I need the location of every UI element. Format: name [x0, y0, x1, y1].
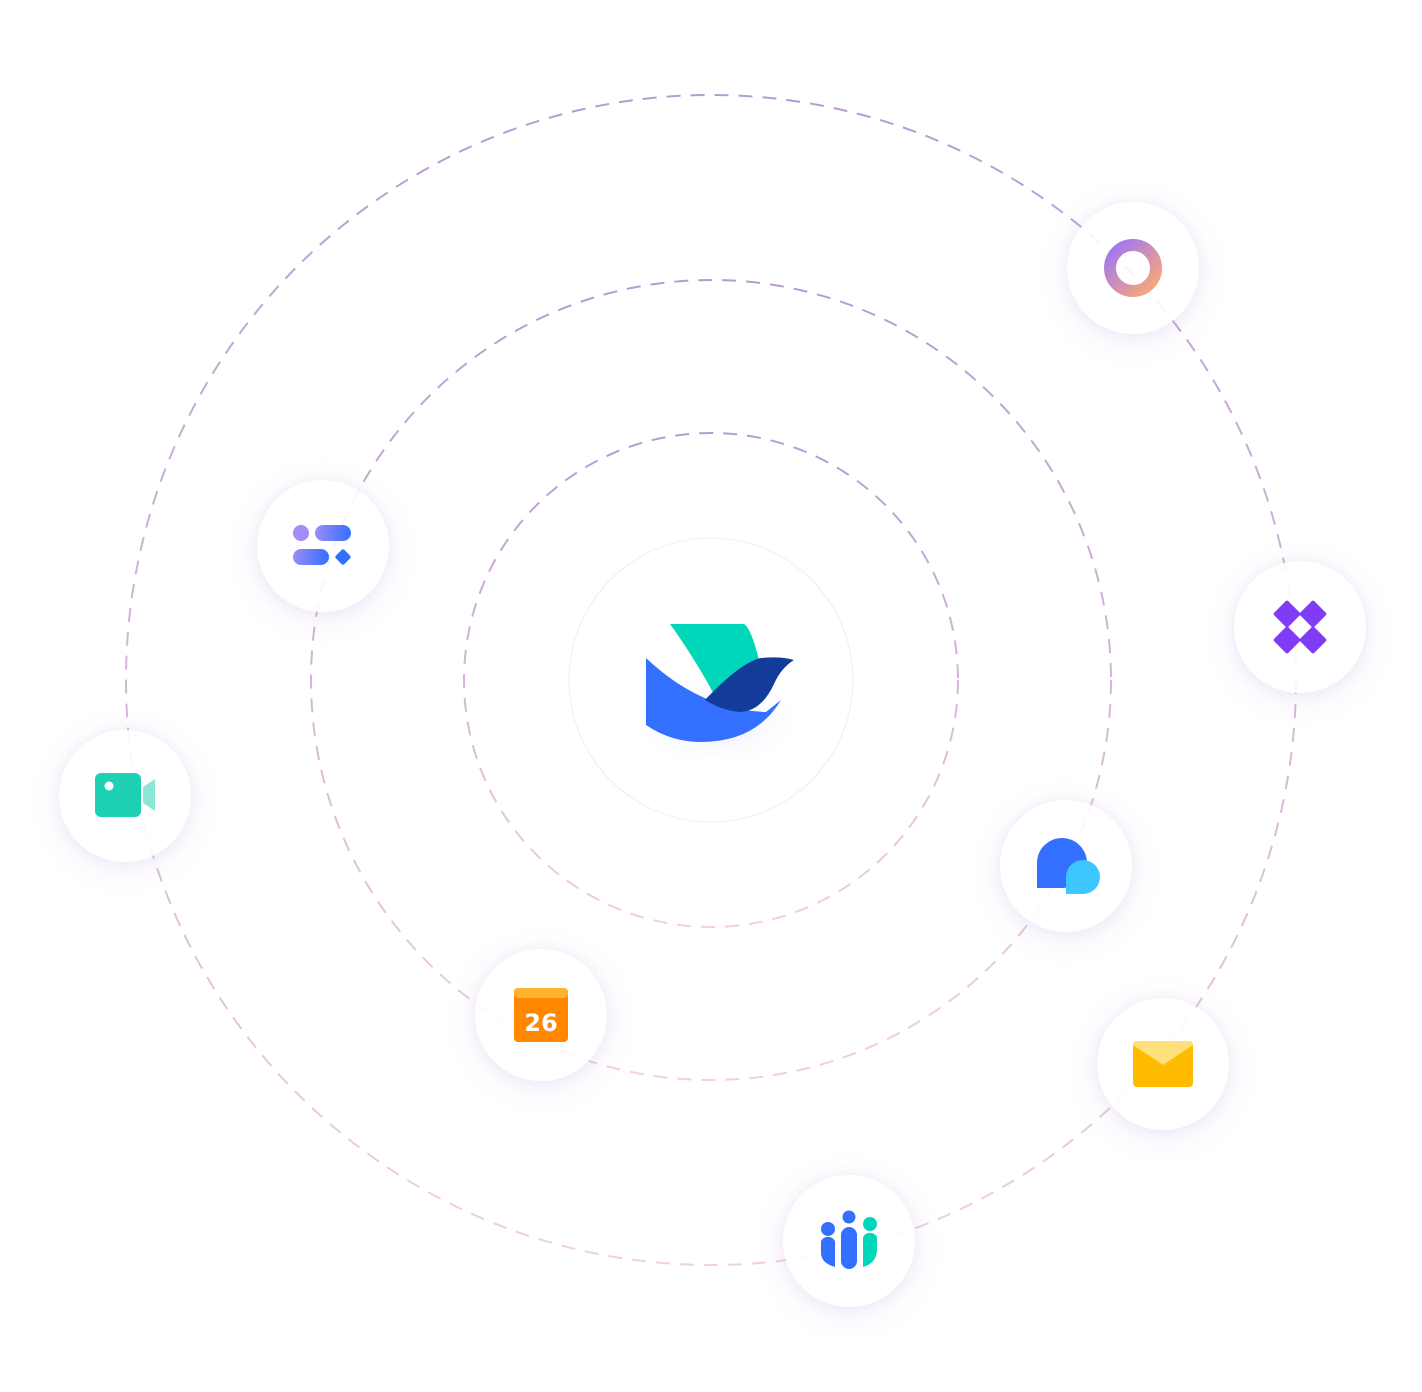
diamond-app-node[interactable] [1234, 561, 1366, 693]
orbit-inner [463, 432, 959, 928]
people-icon [821, 1210, 877, 1269]
ring-icon [1104, 239, 1162, 297]
video-node[interactable] [59, 730, 191, 862]
video-camera-icon [95, 773, 155, 817]
calendar-icon: 26 [514, 988, 568, 1042]
chat-bubbles-icon [1036, 838, 1100, 894]
people-node[interactable] [783, 1175, 915, 1307]
mail-icon [1133, 1041, 1193, 1087]
diamond-grid-icon [1273, 600, 1327, 654]
calendar-node[interactable]: 26 [475, 949, 607, 1081]
apps-icon [293, 525, 351, 565]
inner-halo [568, 537, 854, 823]
calendar-date: 26 [524, 1009, 557, 1037]
apps-node[interactable] [257, 480, 389, 612]
chat-node[interactable] [1000, 800, 1132, 932]
bird-logo [641, 620, 801, 750]
mail-node[interactable] [1097, 998, 1229, 1130]
orbit-middle [310, 279, 1112, 1081]
ring-app-node[interactable] [1067, 202, 1199, 334]
